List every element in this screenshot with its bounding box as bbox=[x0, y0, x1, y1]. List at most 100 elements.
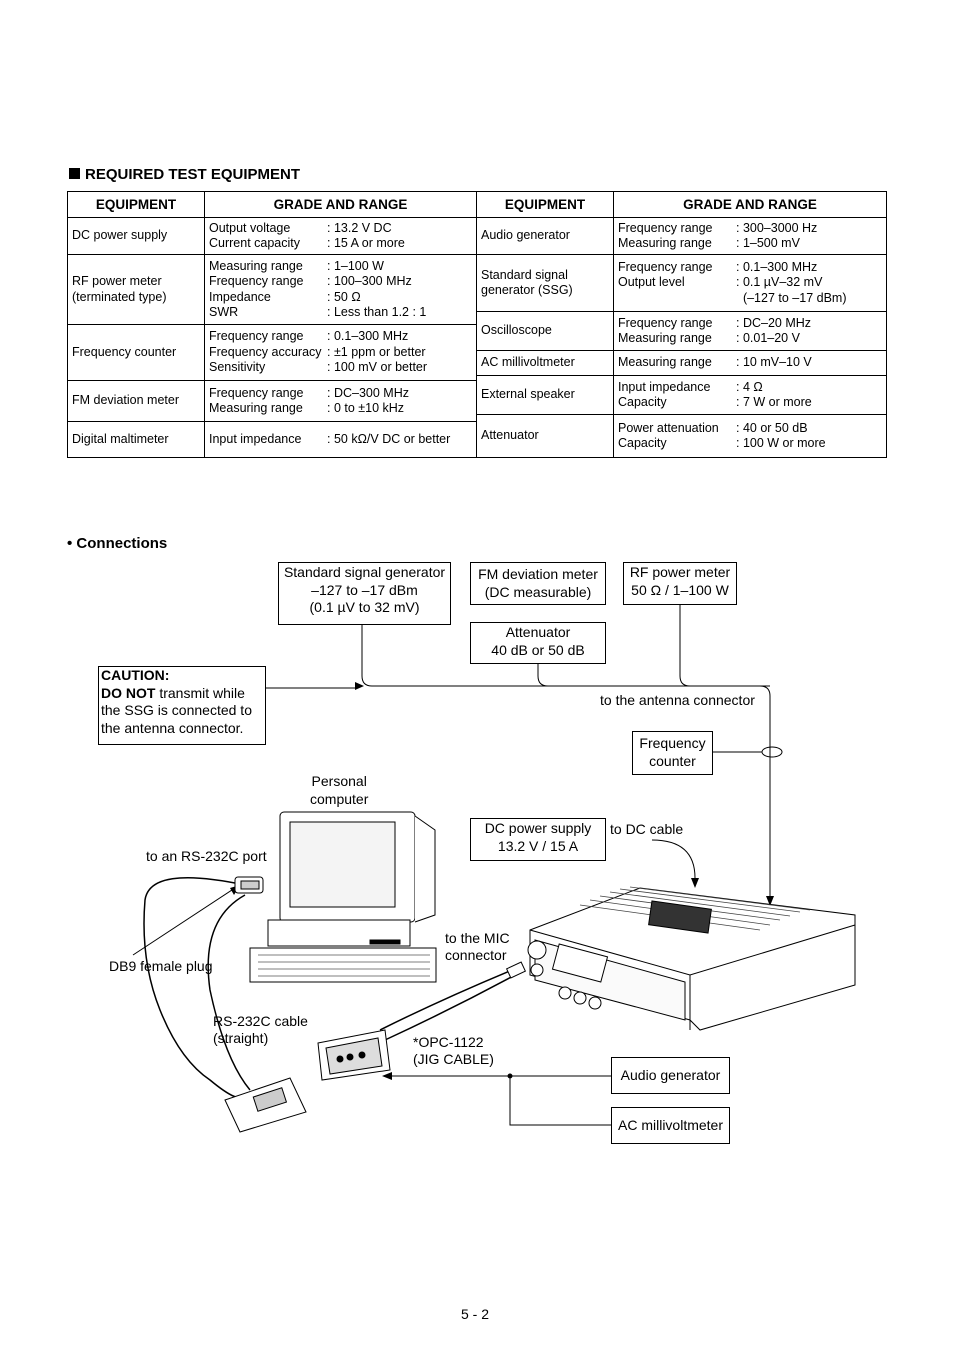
spec-value: : 4 Ω bbox=[736, 379, 763, 394]
spec-label: Impedance bbox=[209, 289, 271, 304]
spec-value: : 0.1–300 MHz bbox=[327, 329, 409, 344]
heading-text: REQUIRED TEST EQUIPMENT bbox=[85, 166, 301, 183]
spec-value: : DC–300 MHz bbox=[327, 385, 409, 400]
spec-value: : 7 W or more bbox=[736, 395, 812, 409]
rs232-cable-label: RS-232C cable (straight) bbox=[213, 1013, 308, 1046]
rs232-plug-icon bbox=[224, 1077, 307, 1133]
spec-label: Frequency range bbox=[209, 274, 304, 288]
section-heading: REQUIRED TEST EQUIPMENT bbox=[69, 166, 300, 183]
spec-label: Measuring range bbox=[618, 331, 712, 345]
spec-value: : Less than 1.2 : 1 bbox=[327, 305, 427, 319]
pc-label: Personal computer bbox=[310, 773, 369, 807]
table-row: FM deviation meter Frequency range : DC–30… bbox=[67, 380, 477, 422]
equipment-spec: Frequency range : 300–3000 Hz Measuring ra… bbox=[613, 217, 887, 255]
spec-value: : DC–20 MHz bbox=[736, 315, 812, 330]
ac-millivoltmeter-box: AC millivoltmeter bbox=[611, 1107, 730, 1144]
transceiver-icon bbox=[527, 886, 856, 1031]
equipment-name: RF power meter (terminated type) bbox=[67, 254, 205, 325]
spec-label: Frequency range bbox=[618, 220, 713, 235]
caution-text1: transmit while bbox=[155, 684, 245, 701]
spec-value: : 100 W or more bbox=[736, 436, 826, 450]
rs232-port-label: to an RS-232C port bbox=[146, 848, 267, 864]
spec-value: : 15 A or more bbox=[327, 236, 405, 250]
spec-label: Frequency range bbox=[618, 315, 713, 330]
spec-value: : 0.1–300 MHz bbox=[736, 259, 818, 274]
equipment-spec: Output voltage : 13.2 V DC Current capacit… bbox=[204, 217, 477, 255]
caution-text2: the SSG is connected to the antenna conn… bbox=[101, 702, 252, 736]
equipment-table-right: EQUIPMENT GRADE AND RANGE Audio generato… bbox=[476, 191, 887, 458]
spec-label: Measuring range bbox=[618, 355, 712, 370]
equipment-spec: Power attenuation : 40 or 50 dB Capacity : … bbox=[613, 414, 887, 458]
ssg-line bbox=[361, 625, 770, 687]
spec-value: : 100–300 MHz bbox=[327, 274, 412, 288]
jig-connector-icon bbox=[317, 1029, 391, 1081]
db9-plug-icon bbox=[234, 876, 264, 894]
spec-label: Measuring range bbox=[618, 236, 712, 250]
connections-heading: • Connections bbox=[67, 535, 168, 552]
spec-label: Frequency range bbox=[209, 329, 304, 344]
mic-plug-icon bbox=[505, 961, 527, 979]
spec-value: : 1–500 mV bbox=[736, 236, 800, 250]
spec-label: Measuring range bbox=[209, 258, 303, 273]
spec-label: Capacity bbox=[618, 436, 667, 450]
dc-supply-box: DC power supply 13.2 V / 15 A bbox=[470, 818, 606, 861]
spec-value: : 13.2 V DC bbox=[327, 220, 392, 235]
equipment-spec: Input impedance : 50 kΩ/V DC or better bbox=[204, 421, 477, 458]
spec-value: : 1–100 W bbox=[327, 258, 384, 273]
equipment-name: Standard signal generator (SSG) bbox=[476, 254, 614, 312]
equipment-spec: Measuring range : 1–100 W Frequency range:… bbox=[204, 254, 477, 325]
to-antenna-label: to the antenna connector bbox=[600, 692, 755, 708]
square-bullet-icon bbox=[69, 168, 80, 179]
col-equipment: EQUIPMENT bbox=[67, 191, 205, 218]
spec-value: : 40 or 50 dB bbox=[736, 420, 808, 435]
equipment-table-left: EQUIPMENT GRADE AND RANGE DC power suppl… bbox=[67, 191, 477, 458]
col-equipment: EQUIPMENT bbox=[476, 191, 614, 218]
spec-value: (–127 to –17 dBm) bbox=[736, 290, 847, 305]
table-row: Standard signal generator (SSG)Frequency… bbox=[476, 254, 887, 312]
mic-label: to the MIC connector bbox=[445, 930, 510, 963]
spec-label: Frequency accuracy bbox=[209, 344, 322, 359]
spec-label: Frequency range bbox=[618, 259, 713, 274]
spec-value: : 100 mV or better bbox=[327, 360, 428, 375]
table-row: DC power supply Output voltage : 13.2 V DC… bbox=[67, 217, 477, 255]
col-grade: GRADE AND RANGE bbox=[613, 191, 887, 218]
spec-value: : 0.1 µV–32 mV bbox=[736, 275, 823, 290]
rf-meter-line bbox=[679, 602, 771, 905]
spec-label: Output level bbox=[618, 275, 685, 290]
table-row: Frequency counter Frequency range : 0.1–30… bbox=[67, 324, 477, 381]
caution-bold: DO NOT bbox=[101, 684, 156, 701]
equipment-name: FM deviation meter bbox=[67, 380, 205, 422]
spec-label: Power attenuation bbox=[618, 420, 719, 435]
spec-value: : ±1 ppm or better bbox=[327, 344, 426, 359]
spec-value: : 0.01–20 V bbox=[736, 331, 800, 345]
equipment-name: External speaker bbox=[476, 375, 614, 415]
caution-box: CAUTION: DO NOT transmit while the SSG i… bbox=[98, 666, 266, 745]
spec-value: : 0 to ±10 kHz bbox=[327, 401, 405, 415]
spec-label: Current capacity bbox=[209, 236, 301, 250]
rf-meter-box: RF power meter 50 Ω / 1–100 W bbox=[623, 562, 737, 605]
frequency-counter-box: Frequency counter bbox=[632, 731, 713, 775]
spec-label: Input impedance bbox=[209, 431, 302, 446]
spec-label: Output voltage bbox=[209, 220, 291, 235]
computer-icon bbox=[249, 811, 437, 983]
spec-label: Input impedance bbox=[618, 379, 711, 394]
equipment-name: DC power supply bbox=[67, 217, 205, 255]
spec-label: Measuring range bbox=[209, 401, 303, 415]
spec-value: : 50 Ω bbox=[327, 289, 361, 304]
spec-value: : 300–3000 Hz bbox=[736, 220, 818, 235]
spec-label: Frequency range bbox=[209, 385, 304, 400]
equipment-name: Frequency counter bbox=[67, 324, 205, 381]
attenuator-line bbox=[537, 664, 549, 687]
fm-deviation-box: FM deviation meter (DC measurable) bbox=[470, 562, 606, 605]
spec-value: : 10 mV–10 V bbox=[736, 355, 812, 370]
ssg-box: Standard signal generator –127 to –17 dB… bbox=[278, 562, 451, 625]
spec-value: : 50 kΩ/V DC or better bbox=[327, 431, 451, 446]
spec-label: SWR bbox=[209, 305, 239, 319]
page-number: 5 - 2 bbox=[461, 1306, 490, 1322]
